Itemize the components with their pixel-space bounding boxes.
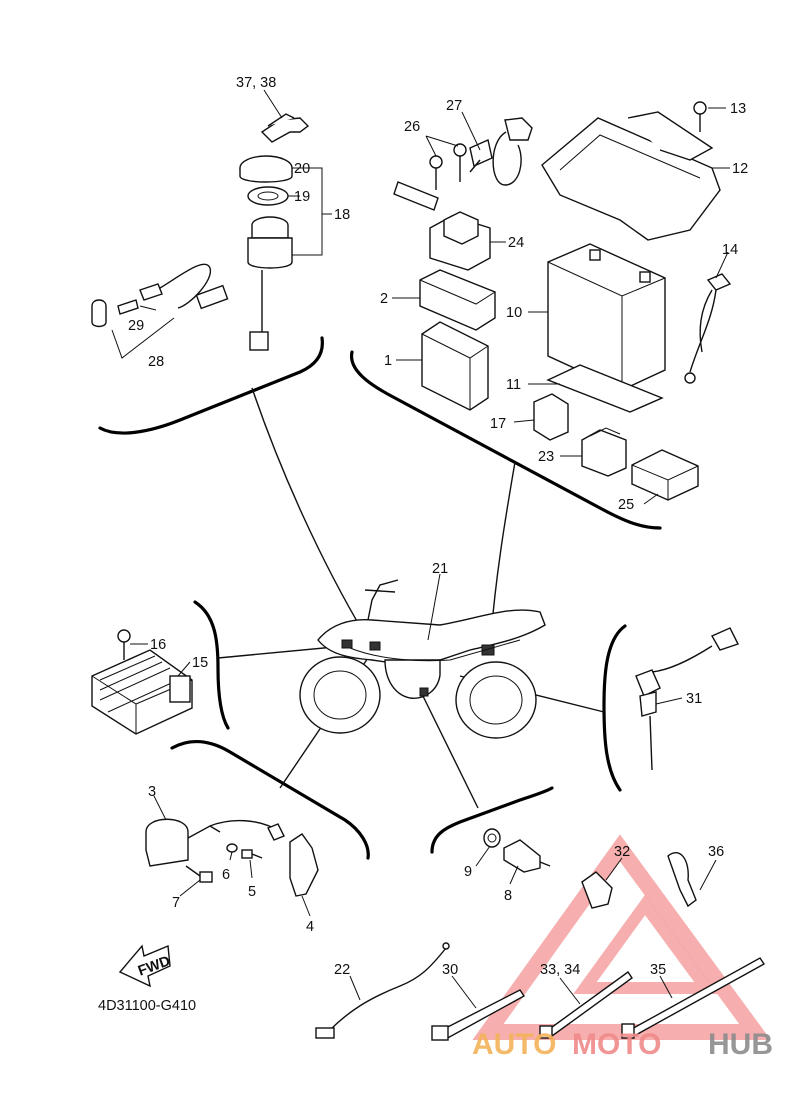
main-switch-body <box>247 216 293 351</box>
callout-16: 16 <box>150 637 166 653</box>
callout-5: 5 <box>248 884 256 900</box>
switch-nut <box>247 186 289 206</box>
bolt-13 <box>693 101 707 132</box>
washer-6 <box>226 843 238 853</box>
callout-4: 4 <box>306 919 314 935</box>
callout-33-34: 33, 34 <box>540 962 580 978</box>
callout-36: 36 <box>708 844 724 860</box>
callout-32: 32 <box>614 844 630 860</box>
callout-1: 1 <box>384 353 392 369</box>
switch-cap <box>239 155 293 183</box>
atv-vehicle-illustration <box>299 579 546 739</box>
group-bracket-rectifier <box>193 600 230 730</box>
group-bracket-coil <box>170 740 370 860</box>
callout-17: 17 <box>490 416 506 432</box>
band-33-34 <box>539 971 633 1039</box>
clamp-36 <box>667 852 697 908</box>
starter-relay-24 <box>393 181 491 271</box>
battery-cover-12 <box>541 111 721 241</box>
band-35 <box>621 957 766 1039</box>
relay-23 <box>581 427 627 477</box>
callout-21: 21 <box>432 561 448 577</box>
gasket-9 <box>483 828 501 848</box>
callout-35: 35 <box>650 962 666 978</box>
callout-8: 8 <box>504 888 512 904</box>
callout-6: 6 <box>222 867 230 883</box>
group-bracket-ignition <box>98 336 324 435</box>
callout-18: 18 <box>334 207 350 223</box>
group-bracket-sensor <box>602 624 627 792</box>
watermark-hub: HUB <box>708 1028 773 1061</box>
battery-box-2 <box>419 269 496 331</box>
neutral-switch-8 <box>503 839 551 873</box>
rectifier-regulator-15 <box>91 649 193 735</box>
main-switch-key <box>260 113 310 143</box>
callout-30: 30 <box>442 962 458 978</box>
watermark-text: AUTO MOTO HUB <box>472 1028 773 1061</box>
battery-10 <box>547 243 666 391</box>
lead-wire-14 <box>684 273 732 384</box>
ignition-coil-3 <box>145 818 285 867</box>
battery-cable-27 <box>469 117 533 186</box>
callout-2: 2 <box>380 291 388 307</box>
relay-17 <box>533 393 569 441</box>
plug-cap-4 <box>289 833 319 897</box>
bolts-26 <box>429 143 467 190</box>
fuse-box-25 <box>631 449 699 501</box>
watermark-moto: MOTO <box>572 1028 661 1061</box>
callout-29: 29 <box>128 318 144 334</box>
callout-25: 25 <box>618 497 634 513</box>
callout-15: 15 <box>192 655 208 671</box>
callout-23: 23 <box>538 449 554 465</box>
group-bracket-battery <box>350 350 662 530</box>
battery-mat-11 <box>546 364 664 413</box>
callout-31: 31 <box>686 691 702 707</box>
callout-7: 7 <box>172 895 180 911</box>
lead-wire-22 <box>315 942 450 1039</box>
watermark-auto: AUTO <box>472 1028 556 1061</box>
watermark-triangle <box>472 834 771 1040</box>
callout-27: 27 <box>446 98 462 114</box>
callout-20: 20 <box>294 161 310 177</box>
callout-26: 26 <box>404 119 420 135</box>
callout-37-38: 37, 38 <box>236 75 276 91</box>
ecu-1 <box>421 321 489 411</box>
band-30 <box>431 989 526 1041</box>
bolt-7 <box>185 865 213 883</box>
callout-14: 14 <box>722 242 738 258</box>
bolt-5 <box>241 849 263 859</box>
callout-labels: 37, 38 20 19 18 29 28 27 26 13 12 24 14 … <box>98 75 748 1014</box>
callout-9: 9 <box>464 864 472 880</box>
leader-lines <box>130 89 730 1009</box>
group-bracket-neutral <box>430 786 554 854</box>
fwd-arrow-icon: FWD <box>118 944 172 988</box>
callout-3: 3 <box>148 784 156 800</box>
callout-13: 13 <box>730 101 746 117</box>
cable-and-boot <box>91 263 229 359</box>
callout-19: 19 <box>294 189 310 205</box>
diagram-code: 4D31100-G410 <box>98 998 196 1014</box>
sensor-31 <box>635 627 739 771</box>
callout-11: 11 <box>506 377 521 393</box>
callout-22: 22 <box>334 962 350 978</box>
clamp-32 <box>581 871 613 909</box>
callout-28: 28 <box>148 354 164 370</box>
callout-12: 12 <box>732 161 748 177</box>
callout-10: 10 <box>506 305 522 321</box>
callout-24: 24 <box>508 235 524 251</box>
switch-bracket-18 <box>292 167 323 256</box>
bolt-16 <box>117 629 131 660</box>
